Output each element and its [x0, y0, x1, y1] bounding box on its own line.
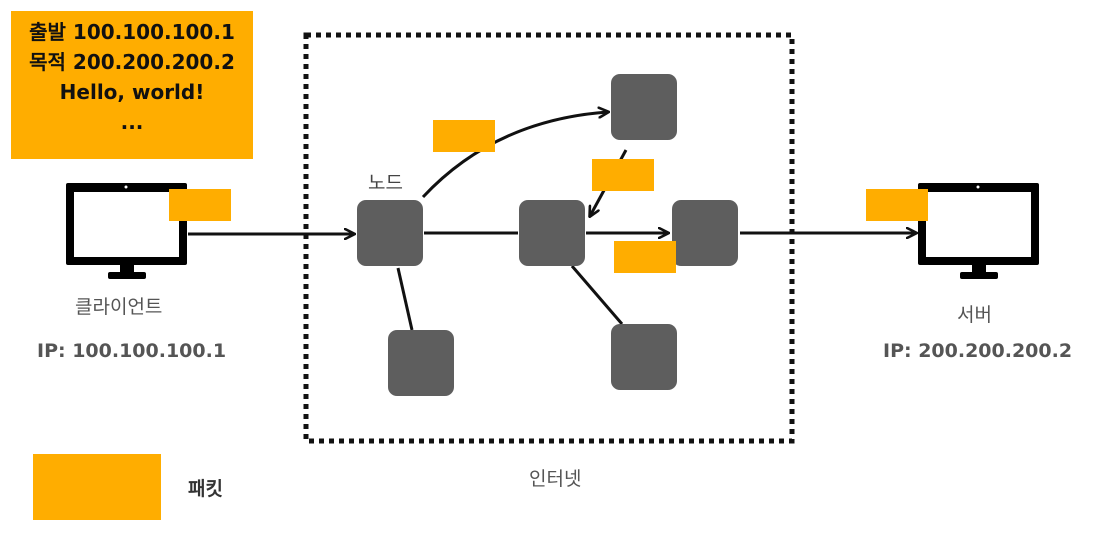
- link-node1-node5: [396, 267, 414, 331]
- packet-header-box: 출발 100.100.100.1 목적 200.200.200.2 Hello,…: [11, 11, 253, 159]
- packet-at-client: [169, 189, 231, 221]
- packet-source: 출발 100.100.100.1: [29, 20, 235, 44]
- server-monitor-icon: [918, 183, 1039, 279]
- node-label: 노드: [368, 172, 403, 194]
- node-top: [611, 74, 677, 140]
- packet-destination: 목적 200.200.200.2: [29, 50, 235, 74]
- legend-packet-label: 패킷: [188, 478, 223, 500]
- internet-label: 인터넷: [529, 468, 582, 490]
- client-label: 클라이언트: [75, 296, 163, 318]
- client-monitor-icon: [66, 183, 187, 279]
- node-exit: [672, 200, 738, 266]
- arrow-node1-to-node2: [421, 112, 608, 199]
- server-ip: IP: 200.200.200.2: [883, 340, 1073, 362]
- node-bottom-right: [611, 324, 677, 390]
- packet-at-server: [866, 189, 928, 221]
- packet-on-upper-path: [433, 120, 495, 152]
- node-middle: [519, 200, 585, 266]
- client-ip: IP: 100.100.100.1: [37, 340, 227, 362]
- packet-near-exit-node: [614, 241, 676, 273]
- packet-between-top-and-middle: [592, 159, 654, 191]
- internet-boundary: [303, 32, 795, 444]
- packet-payload: Hello, world!: [59, 80, 205, 104]
- legend-packet-swatch: [33, 454, 161, 520]
- node-bottom-left: [388, 330, 454, 396]
- packet-ellipsis: ...: [120, 110, 144, 134]
- link-node3-node6: [570, 265, 624, 325]
- server-label: 서버: [957, 304, 992, 326]
- node-entry: [357, 200, 423, 266]
